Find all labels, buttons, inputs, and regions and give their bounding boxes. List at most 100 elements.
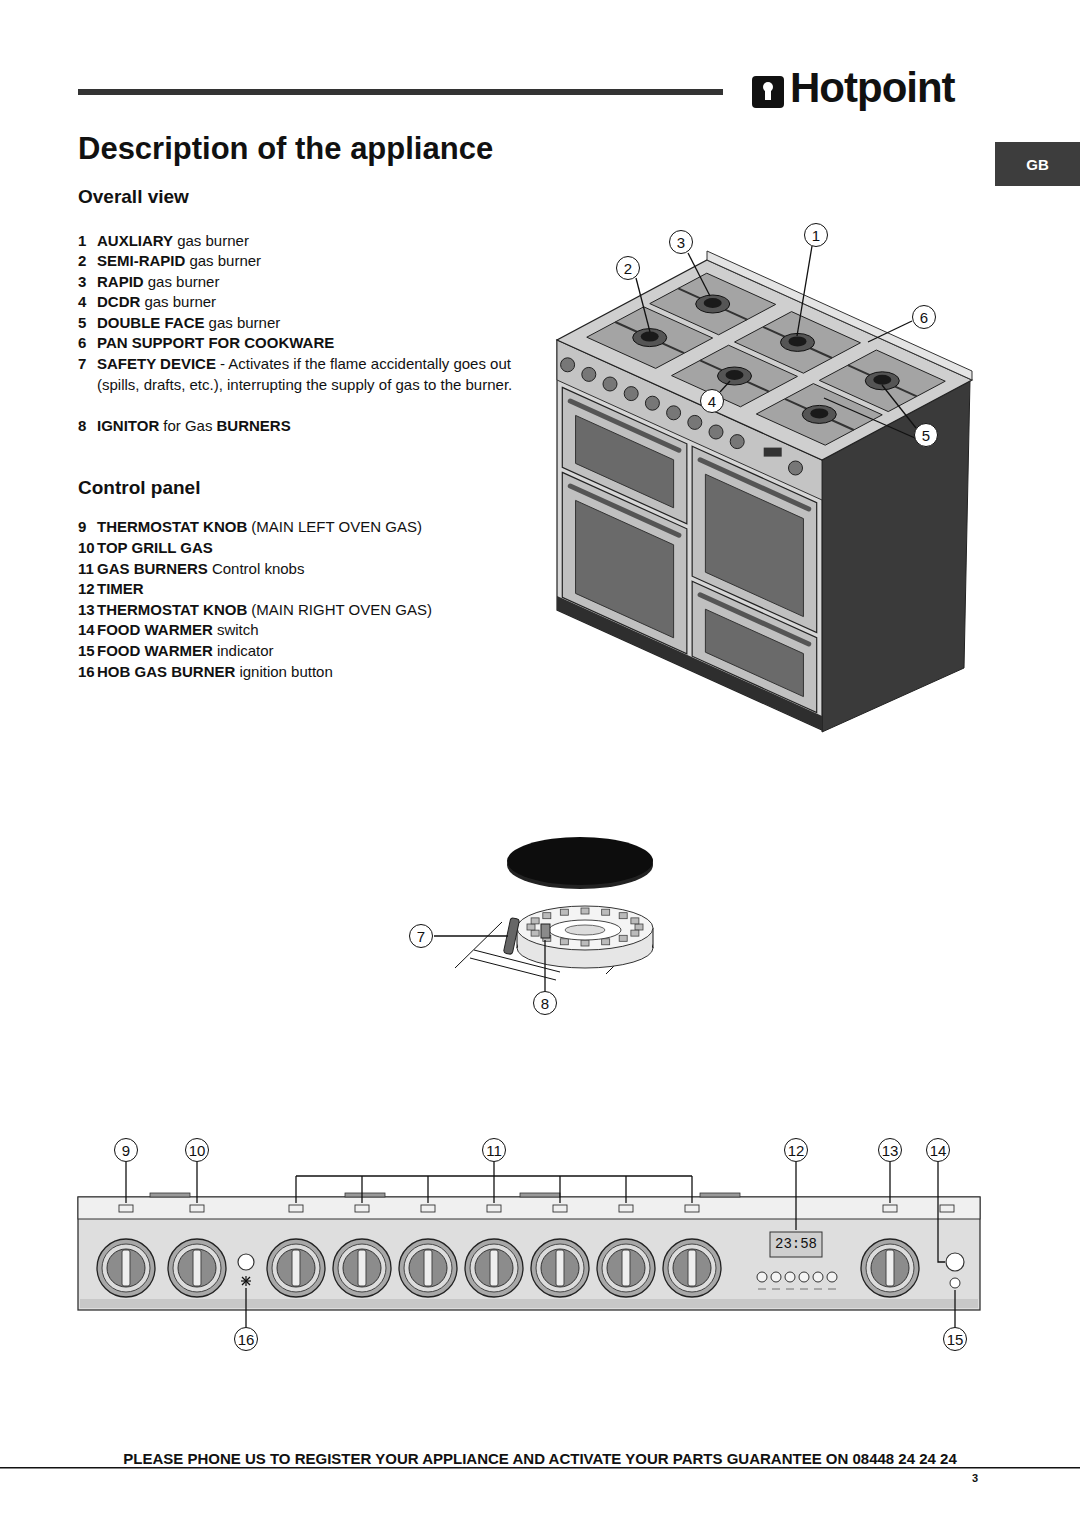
part-name: PAN SUPPORT FOR COOKWARE bbox=[97, 334, 334, 351]
bracket-tick bbox=[559, 1176, 560, 1203]
timer-button bbox=[813, 1272, 823, 1282]
pan-support-bar bbox=[615, 322, 684, 353]
leader-line bbox=[795, 1162, 796, 1230]
callout-text: 4 bbox=[708, 393, 716, 410]
burner-tooth bbox=[619, 935, 627, 941]
bracket-tick bbox=[691, 1176, 692, 1203]
burner-tooth bbox=[631, 930, 639, 936]
brand-logo: Hotpoint bbox=[790, 64, 955, 112]
control-knob bbox=[861, 1239, 919, 1297]
part-description: gas burner bbox=[148, 273, 220, 290]
callout-text: 14 bbox=[930, 1142, 947, 1159]
burner-tooth bbox=[635, 924, 643, 930]
leader-line bbox=[954, 1290, 955, 1327]
control-panel-top-strip bbox=[78, 1197, 980, 1219]
pan-support-bar bbox=[785, 399, 854, 430]
control-knob bbox=[465, 1239, 523, 1297]
control-knob bbox=[399, 1239, 457, 1297]
burner-tooth bbox=[619, 913, 627, 919]
knob-symbol bbox=[553, 1205, 567, 1212]
callout-number: 14 bbox=[926, 1138, 951, 1163]
list-item: 5DOUBLE FACEgas burner bbox=[78, 313, 523, 334]
burner-cap-large bbox=[507, 837, 653, 885]
burner-base-top bbox=[517, 906, 653, 950]
header-rule bbox=[78, 89, 723, 95]
leader-line bbox=[544, 940, 545, 991]
pan-support bbox=[756, 384, 882, 446]
control-knob bbox=[267, 1239, 325, 1297]
timer-button bbox=[771, 1272, 781, 1282]
burner-tooth bbox=[581, 940, 589, 946]
tab-label: GB bbox=[1026, 156, 1049, 173]
panel-tab bbox=[150, 1193, 190, 1197]
burner-tooth bbox=[602, 909, 610, 915]
item-number: 16 bbox=[78, 662, 97, 683]
control-knob-face bbox=[277, 1249, 315, 1287]
control-knob bbox=[531, 1239, 589, 1297]
control-knob-face bbox=[409, 1249, 447, 1287]
pan-support-bar bbox=[848, 365, 917, 396]
control-knob-ring bbox=[404, 1244, 452, 1292]
control-knob-ring bbox=[536, 1244, 584, 1292]
burner-tooth bbox=[527, 924, 535, 930]
control-knob-ring bbox=[470, 1244, 518, 1292]
control-panel bbox=[78, 1197, 980, 1310]
part-name: RAPID bbox=[97, 273, 144, 290]
control-knob-grip bbox=[622, 1250, 630, 1286]
part-name: THERMOSTAT KNOB bbox=[97, 601, 247, 618]
control-knob-face bbox=[475, 1249, 513, 1287]
callout-number: 9 bbox=[114, 1138, 138, 1162]
leader-line bbox=[125, 1162, 126, 1203]
part-name: DOUBLE FACE bbox=[97, 314, 205, 331]
leader-line bbox=[824, 398, 915, 438]
control-knob-grip bbox=[292, 1250, 300, 1286]
cooker-knob bbox=[730, 435, 744, 449]
list-item: 7SAFETY DEVICE- Activates if the flame a… bbox=[78, 354, 523, 395]
oven-door bbox=[562, 472, 687, 653]
item-number: 4 bbox=[78, 292, 97, 313]
list-item: 13THERMOSTAT KNOB(MAIN RIGHT OVEN GAS) bbox=[78, 600, 523, 621]
part-name: THERMOSTAT KNOB bbox=[97, 518, 247, 535]
cooker-knob bbox=[645, 396, 659, 410]
part-description: switch bbox=[217, 621, 259, 638]
leader-line bbox=[868, 321, 912, 342]
timer-display bbox=[770, 1232, 822, 1257]
control-knob-face bbox=[673, 1249, 711, 1287]
control-panel-bottom-strip bbox=[80, 1299, 978, 1308]
item-number: 12 bbox=[78, 579, 97, 600]
page-title: Description of the appliance bbox=[78, 131, 493, 167]
burner-ring bbox=[549, 920, 621, 940]
bracket-tick bbox=[427, 1176, 428, 1203]
item-number: 2 bbox=[78, 251, 97, 272]
item-number: 11 bbox=[78, 559, 97, 580]
item-number: 15 bbox=[78, 641, 97, 662]
control-knob bbox=[663, 1239, 721, 1297]
burner-tooth bbox=[560, 909, 568, 915]
control-knob-ring bbox=[173, 1244, 221, 1292]
burner-tooth bbox=[602, 939, 610, 945]
list-item: 15FOOD WARMERindicator bbox=[78, 641, 523, 662]
list-item: 3RAPIDgas burner bbox=[78, 272, 523, 293]
pan-support-bar bbox=[678, 288, 747, 319]
callout-number: 1 bbox=[804, 223, 828, 247]
footer-rule bbox=[0, 1467, 1080, 1469]
knob-symbol bbox=[355, 1205, 369, 1212]
page-number: 3 bbox=[972, 1472, 978, 1484]
door-handle bbox=[700, 460, 809, 509]
gas-burner bbox=[696, 295, 730, 313]
cooker-knob bbox=[624, 387, 638, 401]
gas-burner bbox=[718, 367, 752, 385]
item-number: 3 bbox=[78, 272, 97, 293]
pan-support bbox=[587, 307, 713, 369]
control-knob-ring bbox=[866, 1244, 914, 1292]
item-number: 14 bbox=[78, 620, 97, 641]
callout-number: 2 bbox=[616, 256, 640, 280]
burner-tooth bbox=[543, 913, 551, 919]
list-item: 16HOB GAS BURNERignition button bbox=[78, 662, 523, 683]
bracket-tick bbox=[493, 1176, 494, 1203]
leader-line bbox=[889, 1162, 890, 1203]
control-knob-grip bbox=[886, 1250, 894, 1286]
callout-number: 4 bbox=[700, 389, 724, 413]
burner-cap bbox=[641, 332, 659, 342]
callout-text: 1 bbox=[812, 227, 820, 244]
